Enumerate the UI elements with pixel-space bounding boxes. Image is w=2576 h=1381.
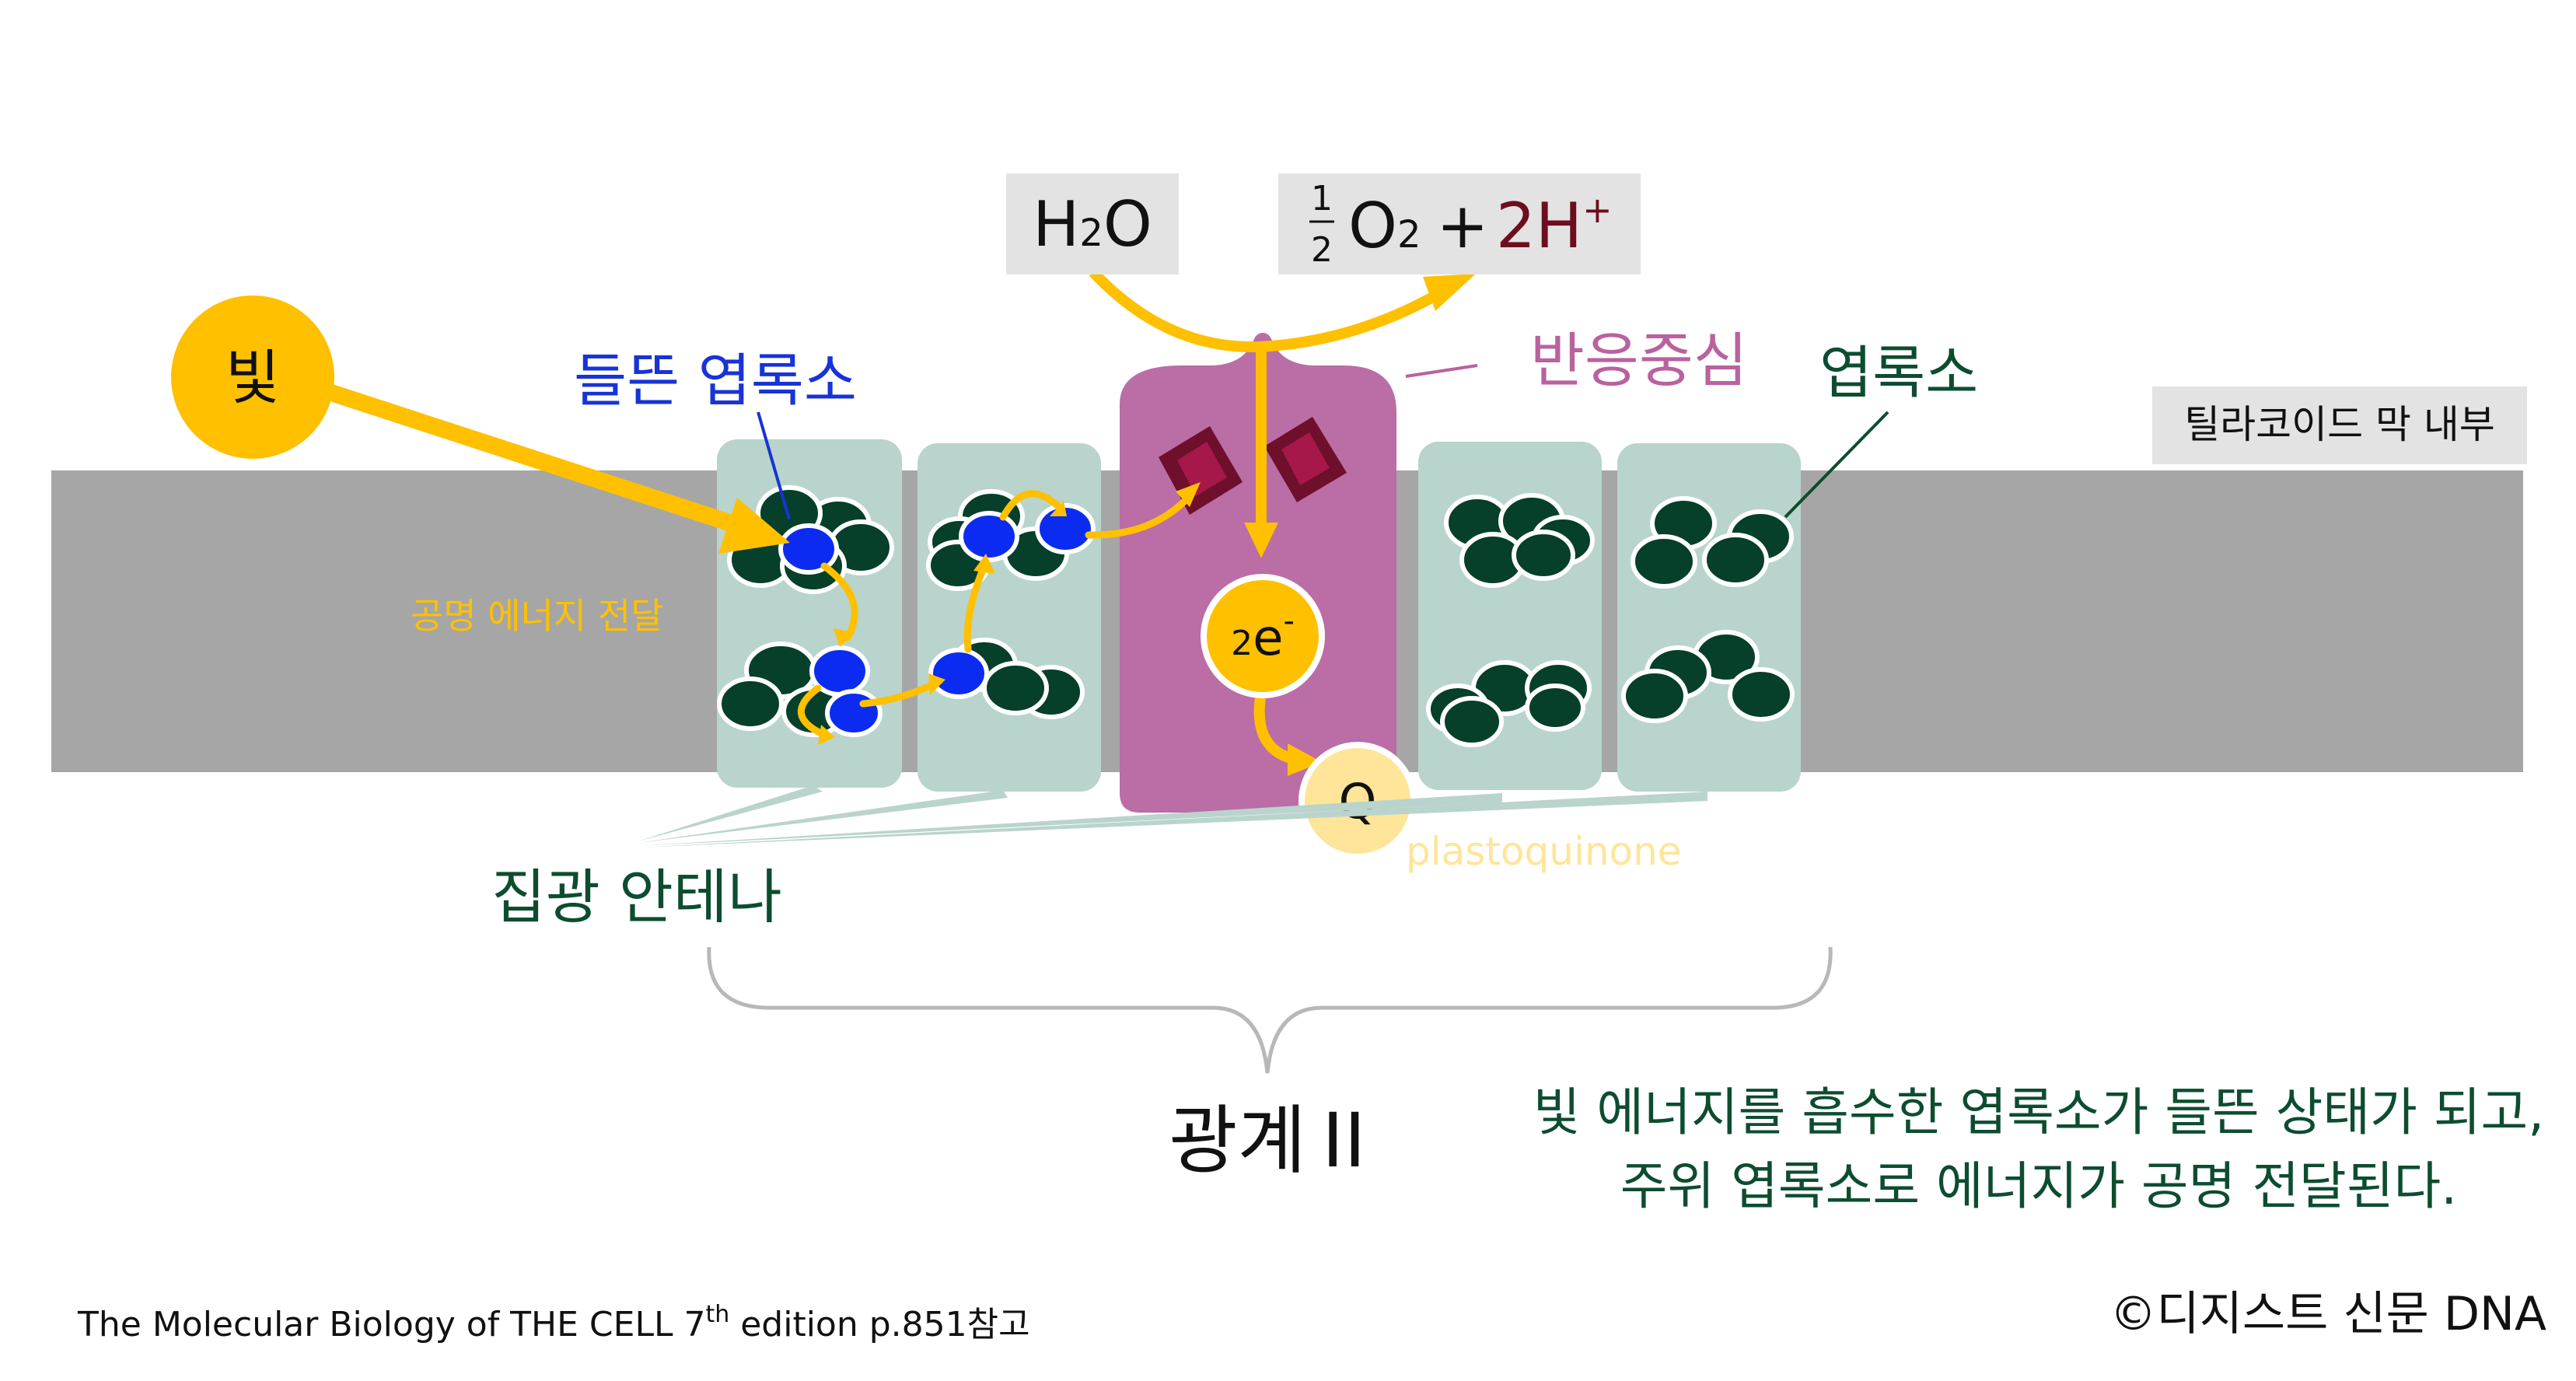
quinone-name: plastoquinone	[1406, 829, 1682, 874]
proton-label: 2H+	[1496, 189, 1613, 262]
excited-chlorophyll-pointer	[757, 411, 791, 520]
oxygen-proton-box	[1278, 173, 1641, 274]
electrons-label: 2e-	[1231, 603, 1295, 667]
caption-line-2: 주위 엽록소로 에너지가 공명 전달된다.	[1620, 1156, 2457, 1216]
water-splitting-arrow-head	[1423, 274, 1476, 311]
antenna-pointers	[638, 785, 1707, 848]
resonance-arrow-heads	[818, 482, 1201, 745]
electron-to-quinone-arrow-head	[1288, 743, 1322, 776]
resonance-transfer-label: 공명 에너지 전달	[411, 595, 663, 637]
antenna-box-3	[1418, 442, 1602, 790]
oxygen-fraction-num: 1	[1311, 179, 1333, 219]
electron-flow-arrow-down-head	[1244, 523, 1278, 558]
electron-to-quinone-arrow	[1253, 690, 1293, 764]
thylakoid-inside-label: 틸라코이드 막 내부	[2184, 402, 2495, 447]
reaction-center-pigment-right-inner	[1281, 432, 1330, 485]
chlorophyll	[1525, 684, 1585, 732]
electrons-circle	[1201, 574, 1325, 698]
chlorophyll-pointer	[1784, 411, 1889, 519]
oxygen-fraction-den: 2	[1311, 230, 1333, 270]
excited-chlorophyll	[928, 648, 989, 699]
excited-chlorophyll	[778, 523, 839, 575]
reaction-center-pigment-left-inner	[1177, 442, 1227, 496]
chlorophyll	[717, 677, 784, 731]
source-citation: The Molecular Biology of THE CELL 7th ed…	[77, 1301, 1030, 1344]
caption-line-1: 빛 에너지를 흡수한 엽록소가 들뜬 상태가 되고,	[1533, 1082, 2545, 1142]
chlorophyll	[1512, 530, 1575, 581]
chlorophyll	[982, 661, 1049, 715]
light-label: 빛	[225, 343, 280, 412]
reaction-center-label: 반응중심	[1530, 326, 1748, 395]
water-box	[1006, 173, 1179, 274]
excited-chlorophyll	[959, 511, 1019, 562]
chlorophyll	[1440, 696, 1504, 747]
chlorophyll	[1728, 667, 1795, 722]
photosystem-brace	[707, 946, 1833, 1074]
chlorophyll	[1702, 533, 1769, 587]
light-arrow-shaft	[292, 372, 751, 537]
chlorophyll	[1631, 534, 1697, 589]
light-circle	[171, 295, 334, 459]
antenna-box-4	[1617, 443, 1801, 792]
water-label: H2O	[1033, 188, 1152, 260]
reaction-center-pointer	[1405, 364, 1478, 378]
oxygen-label: O2+	[1348, 190, 1489, 262]
light-arrow-head	[718, 498, 790, 554]
excited-chlorophyll	[1035, 503, 1096, 554]
copyright: ©디지스트 신문 DNA	[2110, 1287, 2546, 1341]
resonance-transfer-arrows	[798, 490, 1192, 739]
thylakoid-inside-label-box	[2152, 386, 2527, 464]
excited-chlorophyll	[825, 689, 883, 737]
chlorophyll	[1621, 669, 1688, 723]
excited-chlorophyll-label: 들뜬 엽록소	[574, 348, 857, 414]
chlorophyll-label: 엽록소	[1819, 340, 1978, 407]
antenna-label: 집광 안테나	[491, 862, 782, 932]
